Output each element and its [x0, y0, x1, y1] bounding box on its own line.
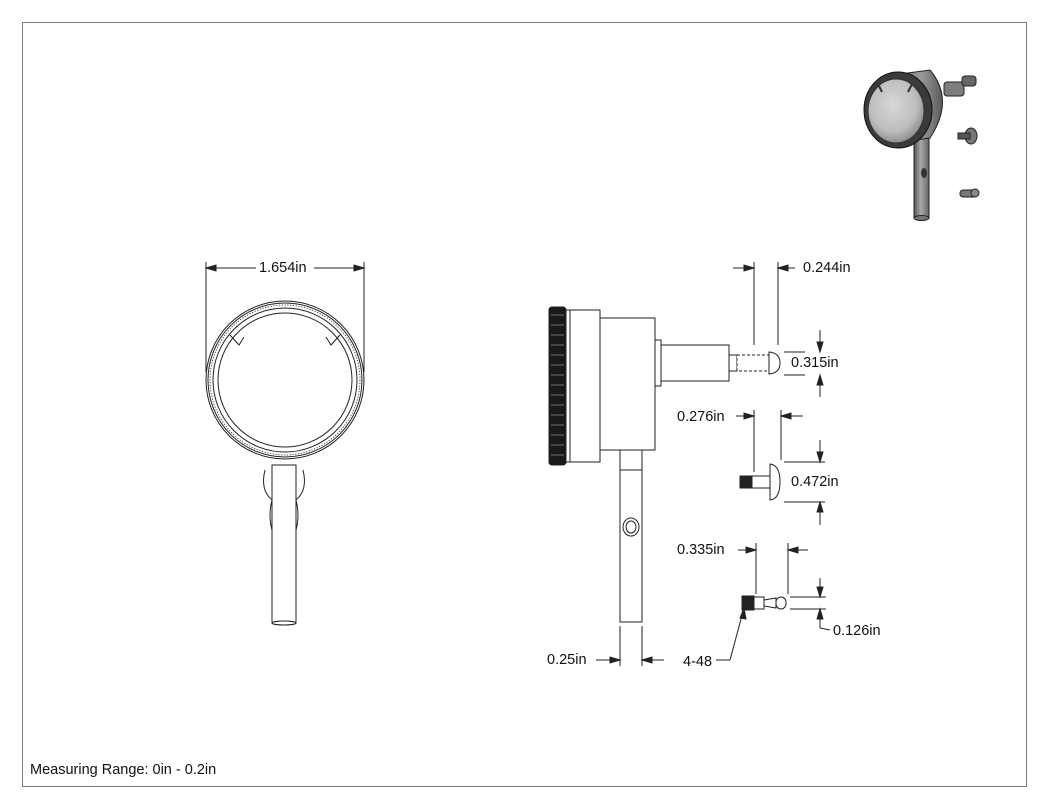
dim-label-ball-point-length: 0.335in — [676, 542, 726, 558]
dimension-lines — [596, 262, 831, 666]
ball-contact-point — [741, 595, 787, 611]
flat-contact-point — [739, 463, 781, 501]
dim-label-thread-spec: 4-48 — [682, 654, 714, 670]
isometric-view — [863, 69, 980, 221]
dim-label-contact-diameter: 0.315in — [790, 355, 840, 371]
dim-label-stem-diameter: 0.25in — [546, 652, 588, 668]
dim-label-dial-diameter: 1.654in — [258, 260, 308, 276]
side-view — [548, 306, 781, 623]
dim-label-flat-point-diameter: 0.472in — [790, 474, 840, 490]
dim-front-diameter — [204, 262, 366, 372]
measuring-range-note: Measuring Range: 0in - 0.2in — [30, 762, 217, 778]
dim-label-ball-diameter: 0.126in — [832, 623, 882, 639]
front-view — [205, 300, 365, 626]
dim-label-contact-length: 0.244in — [802, 260, 852, 276]
note-divider — [22, 786, 567, 787]
dim-label-flat-point-length: 0.276in — [676, 409, 726, 425]
